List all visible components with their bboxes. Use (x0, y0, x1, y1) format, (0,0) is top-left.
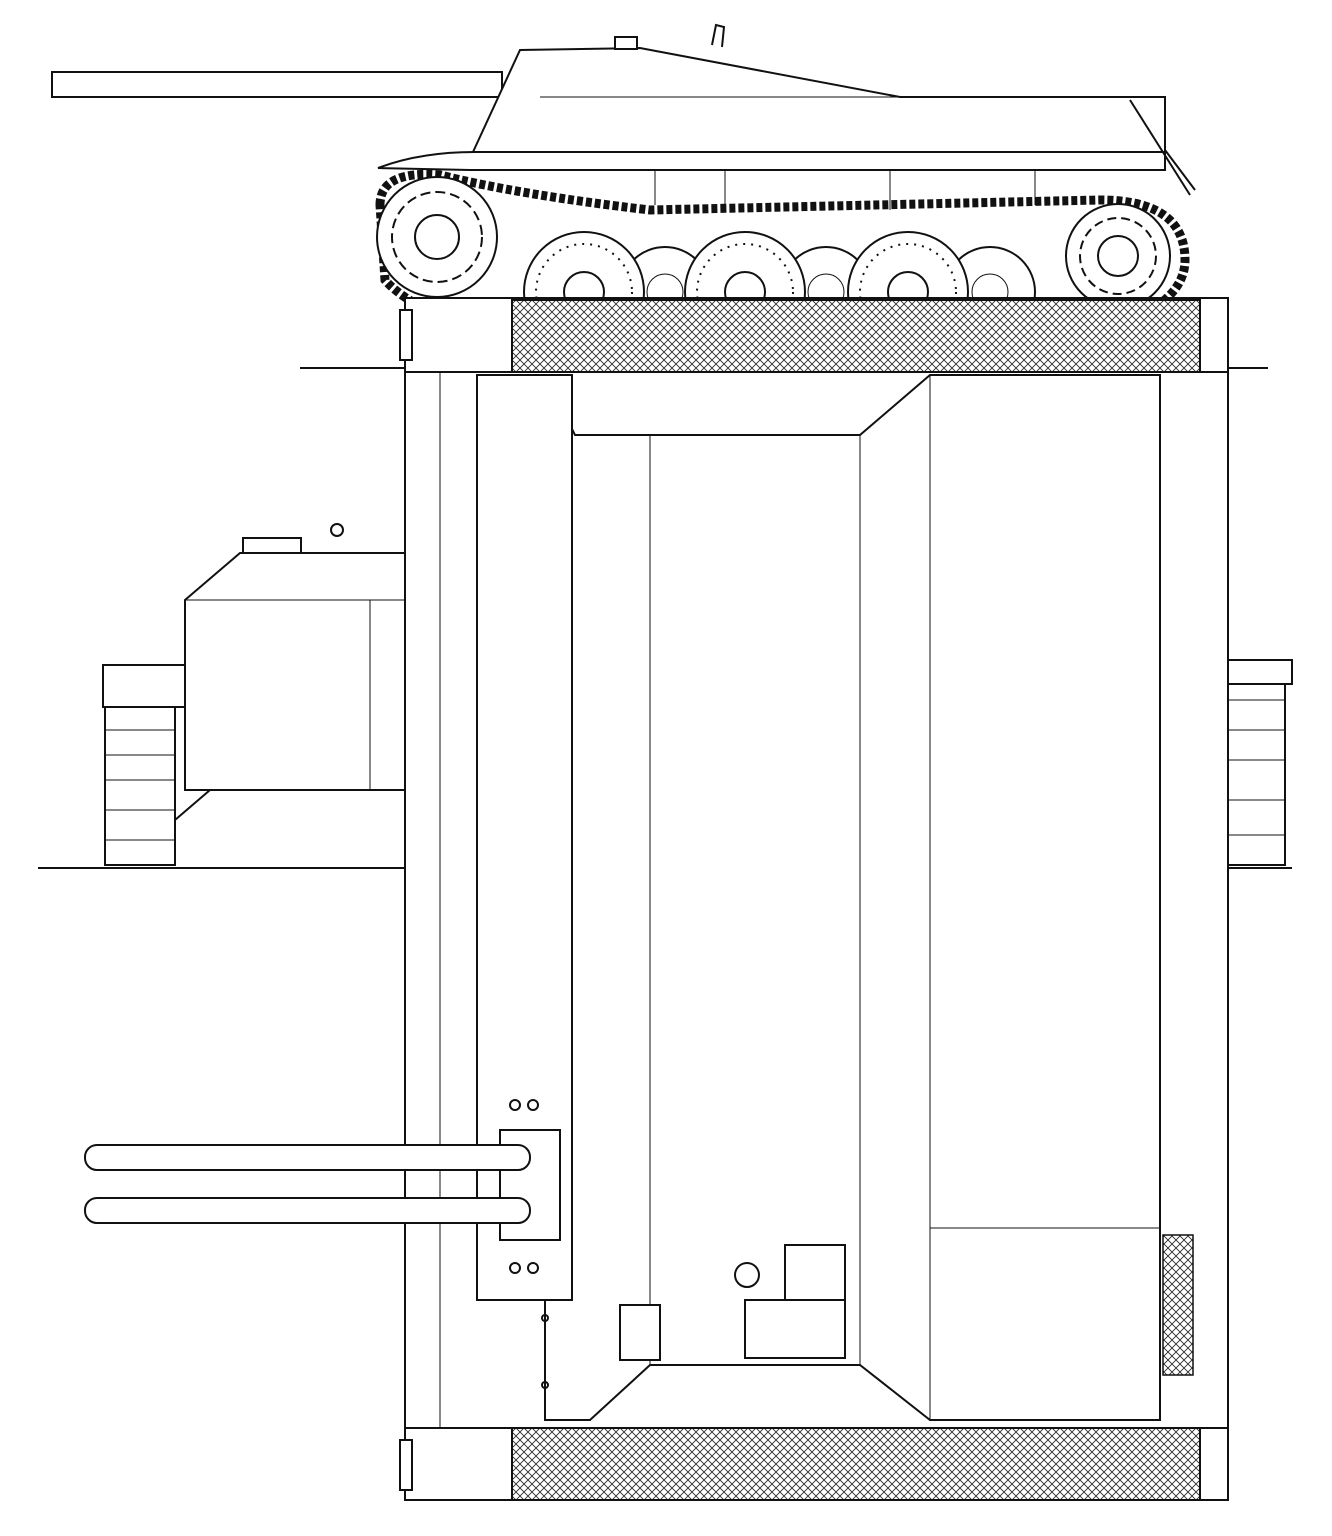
gun-barrel-right (84, 1197, 531, 1224)
right-track (1219, 671, 1286, 866)
top-view (84, 297, 1229, 1501)
equipment-box (784, 1244, 846, 1306)
equipment-box-2 (744, 1299, 846, 1359)
idler-wheel (1065, 203, 1171, 309)
fighting-compartment (544, 374, 1161, 1421)
top-track-right (511, 1427, 1201, 1501)
periscope (330, 523, 344, 537)
cupola (242, 537, 302, 554)
rear-fender (1129, 99, 1196, 196)
left-track (104, 704, 176, 866)
periscope (734, 1262, 760, 1288)
gun-barrel (51, 71, 503, 98)
top-track-left (511, 299, 1201, 373)
periscope (711, 23, 726, 48)
sprocket-wheel (376, 176, 498, 298)
gun-barrel-left (84, 1144, 531, 1171)
hatch (619, 1304, 661, 1361)
hull-struts (654, 170, 1036, 210)
engine-grille (1162, 1234, 1194, 1376)
hull (377, 151, 1166, 171)
superstructure (471, 46, 1166, 153)
cupola (614, 36, 638, 50)
